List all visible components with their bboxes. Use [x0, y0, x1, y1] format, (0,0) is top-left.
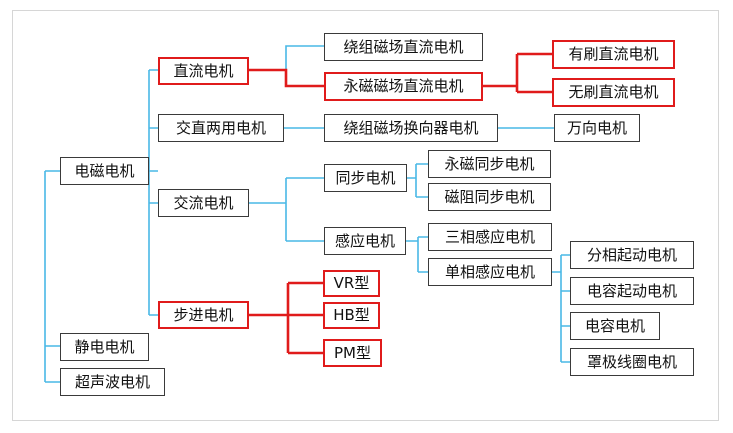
node-wound-field-dc: 绕组磁场直流电机 — [324, 33, 483, 61]
node-brushed-dc: 有刷直流电机 — [552, 40, 675, 69]
node-brushless-dc: 无刷直流电机 — [552, 78, 675, 107]
connector-induction — [406, 236, 428, 273]
node-shaded-pole: 罩极线圈电机 — [570, 348, 694, 376]
connector-dc-pm — [249, 68, 324, 88]
node-wound-commutator: 绕组磁场换向器电机 — [324, 114, 498, 142]
node-split-phase-start: 分相起动电机 — [570, 241, 694, 269]
node-capacitor-start: 电容起动电机 — [570, 277, 694, 305]
connector-dc-wound — [285, 45, 324, 70]
node-single-phase-induction: 单相感应电机 — [428, 258, 552, 286]
node-pm-field-dc: 永磁磁场直流电机 — [324, 72, 483, 101]
node-pm-sync: 永磁同步电机 — [428, 150, 551, 178]
node-induction-motor: 感应电机 — [324, 227, 406, 255]
node-pm-type: PM型 — [323, 339, 382, 367]
node-three-phase-induction: 三相感应电机 — [428, 223, 552, 251]
node-universal-motor: 万向电机 — [554, 114, 640, 142]
connector-stepper — [249, 281, 323, 355]
node-hb-type: HB型 — [323, 302, 380, 329]
node-capacitor-motor: 电容电机 — [570, 312, 660, 340]
node-ac-motor: 交流电机 — [158, 189, 249, 217]
node-vr-type: VR型 — [323, 270, 380, 297]
node-reluctance-sync: 磁阻同步电机 — [428, 183, 551, 211]
node-ultrasonic-motor: 超声波电机 — [60, 368, 165, 396]
node-stepper-motor: 步进电机 — [158, 301, 249, 329]
node-ac-dc-motor: 交直两用电机 — [158, 114, 284, 142]
node-electrostatic-motor: 静电电机 — [60, 333, 149, 361]
node-electromagnetic-motor: 电磁电机 — [60, 157, 149, 185]
connector-sync — [407, 163, 428, 198]
connector-root — [44, 69, 158, 383]
connector-single-phase — [552, 254, 570, 363]
node-dc-motor: 直流电机 — [158, 57, 249, 85]
node-sync-motor: 同步电机 — [324, 164, 407, 192]
connector-pm-brush — [483, 52, 552, 94]
connector-ac — [249, 177, 324, 242]
